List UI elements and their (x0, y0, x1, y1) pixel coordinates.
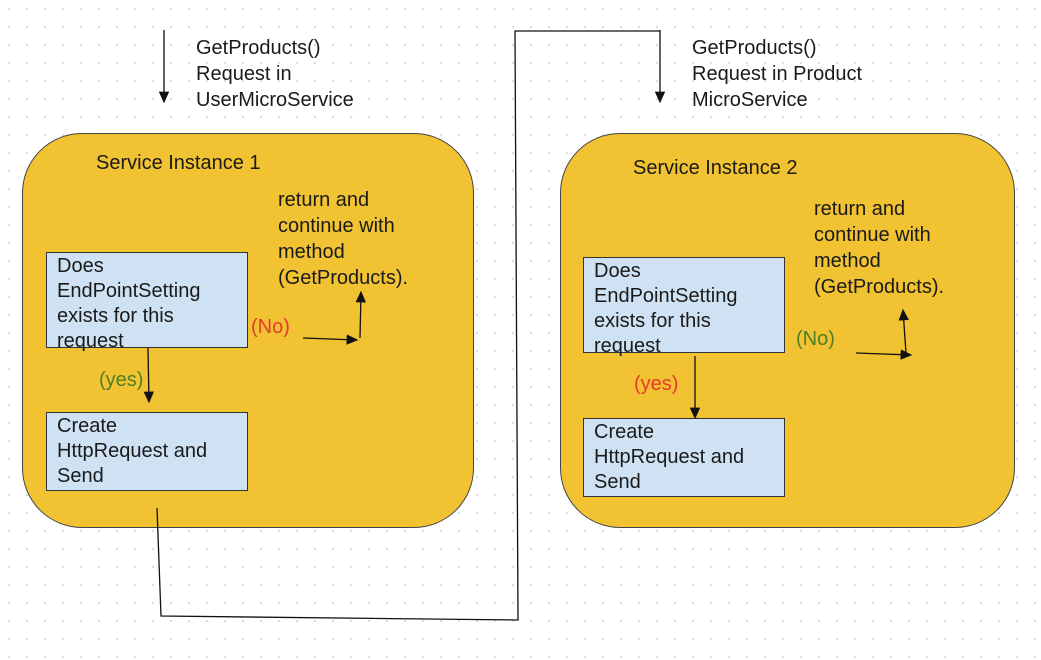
instance-1-decision-box: Does EndPointSetting exists for this req… (46, 252, 248, 352)
instance-1-title: Service Instance 1 (96, 152, 261, 174)
request-label-product: GetProducts() Request in Product MicroSe… (692, 37, 863, 111)
request-label-user: GetProducts() Request in UserMicroServic… (196, 37, 354, 111)
instance-1-return-text: return and continue with method (GetProd… (278, 189, 409, 289)
instance-2-yes-label: (yes) (634, 373, 679, 395)
instance-2-action-box: Create HttpRequest and Send (583, 418, 785, 497)
no-arrow-2 (855, 349, 913, 360)
instance-2-return-text: return and continue with method (GetProd… (814, 198, 945, 298)
return-arrow-2 (898, 308, 909, 354)
return-arrow-1 (355, 290, 366, 339)
instance-2-title: Service Instance 2 (633, 157, 798, 179)
instance-1-no-label: (No) (251, 316, 290, 338)
instance-1-yes-label: (yes) (99, 369, 144, 391)
yes-arrow-1 (143, 347, 155, 404)
instance-2-no-label: (No) (796, 328, 835, 350)
cross-service-path (156, 30, 660, 621)
instance-2-decision-box: Does EndPointSetting exists for this req… (583, 257, 785, 357)
no-arrow-1 (302, 334, 359, 345)
instance-1-action-box: Create HttpRequest and Send (46, 412, 248, 491)
